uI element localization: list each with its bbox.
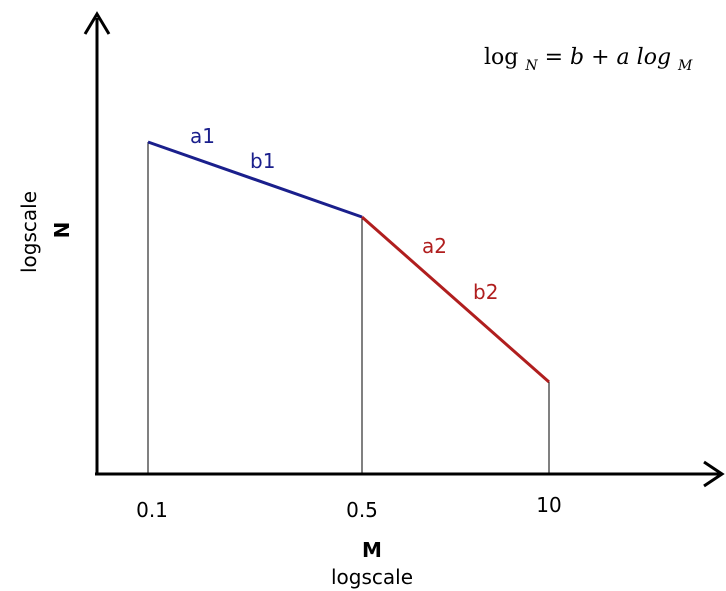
formula-rhs-subscript: M bbox=[677, 58, 693, 74]
formula-lhs-subscript: N bbox=[524, 58, 538, 74]
y-axis-label: N bbox=[50, 222, 74, 239]
x-tick-10: 10 bbox=[536, 493, 561, 517]
x-tick-0.1: 0.1 bbox=[136, 498, 168, 522]
y-axis-arrow bbox=[83, 11, 111, 35]
formula: log N = b + a log M bbox=[484, 45, 693, 76]
segment-1-line bbox=[147, 140, 363, 219]
x-axis-sublabel: logscale bbox=[331, 565, 413, 589]
formula-lhs: log bbox=[484, 45, 518, 70]
x-axis-label: M bbox=[362, 538, 382, 562]
y-axis-sublabel: logscale bbox=[17, 191, 41, 273]
segment-2-line bbox=[361, 215, 550, 384]
x-axis-arrow bbox=[703, 460, 725, 488]
segment-2-label-b: b2 bbox=[473, 280, 498, 304]
segment-1-label-a: a1 bbox=[190, 124, 215, 148]
x-tick-0.5: 0.5 bbox=[346, 498, 378, 522]
formula-rhs: = b + a log bbox=[545, 45, 671, 70]
segment-2-label-a: a2 bbox=[422, 234, 447, 258]
segment-1-label-b: b1 bbox=[250, 149, 275, 173]
